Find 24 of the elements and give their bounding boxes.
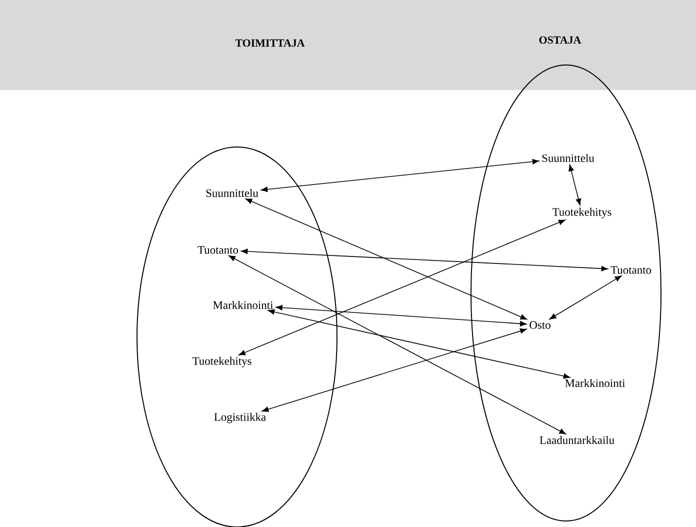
arrow bbox=[228, 255, 566, 434]
column-heading: TOIMITTAJA bbox=[235, 39, 305, 47]
item-label: Tuotekehitys bbox=[192, 356, 252, 368]
arrow bbox=[268, 309, 570, 379]
item-label: Suunnittelu bbox=[542, 154, 594, 162]
arrow bbox=[568, 164, 582, 206]
arrow bbox=[549, 275, 622, 320]
item-label: Logistiikka bbox=[214, 412, 266, 424]
column-heading: OSTAJA bbox=[539, 36, 582, 44]
item-label: Markkinointi bbox=[565, 378, 626, 388]
item-label: Suunnittelu bbox=[206, 188, 258, 198]
item-label: Tuotanto bbox=[198, 246, 238, 254]
ellipse bbox=[470, 64, 662, 522]
arrow bbox=[276, 304, 527, 326]
item-label: Osto bbox=[530, 321, 550, 329]
arrow bbox=[262, 328, 527, 412]
arrow bbox=[245, 198, 528, 320]
arrow bbox=[240, 248, 608, 272]
item-label: Tuotanto bbox=[610, 266, 652, 274]
item-label: Laaduntarkkailu bbox=[540, 436, 614, 444]
item-label: Markkinointi bbox=[213, 300, 274, 310]
arrow bbox=[260, 158, 540, 192]
item-label: Tuotekehitys bbox=[552, 208, 612, 218]
arrow bbox=[238, 220, 566, 356]
